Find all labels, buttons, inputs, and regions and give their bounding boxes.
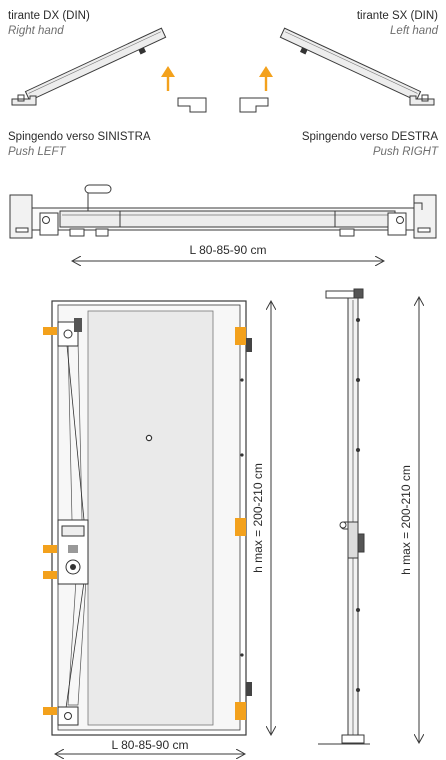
right-hand-title: tirante DX (DIN): [8, 10, 90, 22]
left-hand-title: tirante SX (DIN): [356, 10, 438, 22]
width-dimension-bottom: L 80-85-90 cm: [55, 738, 245, 754]
height-dimension-front-label: h max = 200-210 cm: [251, 463, 265, 573]
door-front-elevation: [43, 300, 252, 736]
push-right-label: Spingendo verso DESTRA: [301, 131, 438, 143]
left-hand-swing-diagram: [239, 27, 435, 113]
height-dimension-side: h max = 200-210 cm: [399, 297, 419, 743]
width-dimension-bottom-label: L 80-85-90 cm: [112, 738, 189, 752]
right-hand-swing-diagram: [11, 27, 207, 113]
door-plan-view: [9, 184, 437, 239]
right-hand-subtitle: Right hand: [8, 25, 64, 37]
height-dimension-side-label: h max = 200-210 cm: [399, 465, 413, 575]
height-dimension-front: h max = 200-210 cm: [251, 301, 271, 735]
push-arrow-icon: [259, 66, 273, 91]
push-right-label-en: Push RIGHT: [372, 146, 438, 158]
push-left-label-en: Push LEFT: [8, 146, 66, 158]
push-left-label: Spingendo verso SINISTRA: [8, 131, 151, 143]
width-dimension-top: L 80-85-90 cm: [72, 243, 384, 261]
door-side-section: [318, 288, 370, 745]
push-arrow-icon: [161, 66, 175, 91]
width-dimension-top-label: L 80-85-90 cm: [190, 243, 267, 257]
left-hand-subtitle: Left hand: [390, 25, 438, 37]
